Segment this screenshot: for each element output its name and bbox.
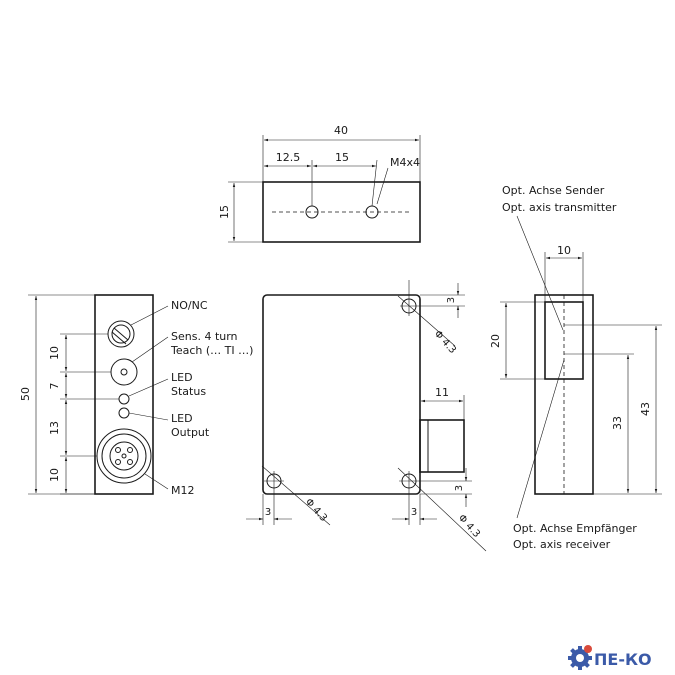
dim-hole-bl-diameter: Φ 4.3 [303,497,329,524]
dim-receiver-axis: 33 [611,416,624,430]
logo: ПЕ-КО [568,645,652,670]
dim-top-height: 15 [218,205,231,219]
top-view: 40 12.5 15 M4x4 15 [218,124,421,243]
dim-transmitter-axis: 43 [639,402,652,416]
callout-led-output-2: Output [171,426,210,439]
left-view-body [94,294,154,495]
dim-hole-spacing: 15 [335,151,349,164]
dim-hole-tr-offset: 3 [446,297,457,303]
gear-icon [568,645,592,670]
dim-switch-to-pot: 10 [48,346,61,360]
dim-first-hole: 12.5 [276,151,301,164]
potentiometer [110,358,138,386]
callout-led-status-2: Status [171,385,206,398]
dim-hole-bl-x: 3 [265,507,271,518]
right-view: Opt. Achse Sender Opt. axis transmitter … [489,184,662,551]
label-receiver-de: Opt. Achse Empfänger [513,522,637,535]
callout-led-status-1: LED [171,371,193,384]
led-status [118,393,130,405]
callout-pot-line2: Teach (… TI …) [170,344,253,357]
callout-no-nc: NO/NC [171,299,208,312]
dim-hole-tr-diameter: Φ 4.3 [432,329,458,356]
dim-led-to-m12: 13 [48,421,61,435]
label-receiver-en: Opt. axis receiver [513,538,611,551]
led-output [118,407,130,419]
dim-hole-br-x: 3 [411,507,417,518]
dim-m12-to-bottom: 10 [48,468,61,482]
front-view: 3 Φ 4.3 11 3 3 Φ 4.3 3 Φ 4.3 [246,280,487,552]
dim-window-width: 10 [557,244,571,257]
callout-m12: M12 [171,484,195,497]
dim-overall-width: 40 [334,124,348,137]
callout-pot-line1: Sens. 4 turn [171,330,238,343]
front-view-body [262,294,421,495]
dim-pot-to-led: 7 [48,383,61,390]
m12-connector [96,428,152,484]
left-view: 50 10 7 13 10 NO/NC Sens. 4 turn Teach (… [19,294,253,497]
dim-connector-width: 11 [435,386,449,399]
thread-label: M4x4 [390,156,420,169]
dim-hole-br-offset: 3 [454,485,465,491]
label-transmitter-de: Opt. Achse Sender [502,184,605,197]
dim-window-height: 20 [489,334,502,348]
label-transmitter-en: Opt. axis transmitter [502,201,617,214]
logo-text: ПЕ-КО [594,650,652,669]
connector-housing [419,419,465,473]
top-view-body [262,181,421,243]
dim-total-height: 50 [19,387,32,401]
callout-led-output-1: LED [171,412,193,425]
